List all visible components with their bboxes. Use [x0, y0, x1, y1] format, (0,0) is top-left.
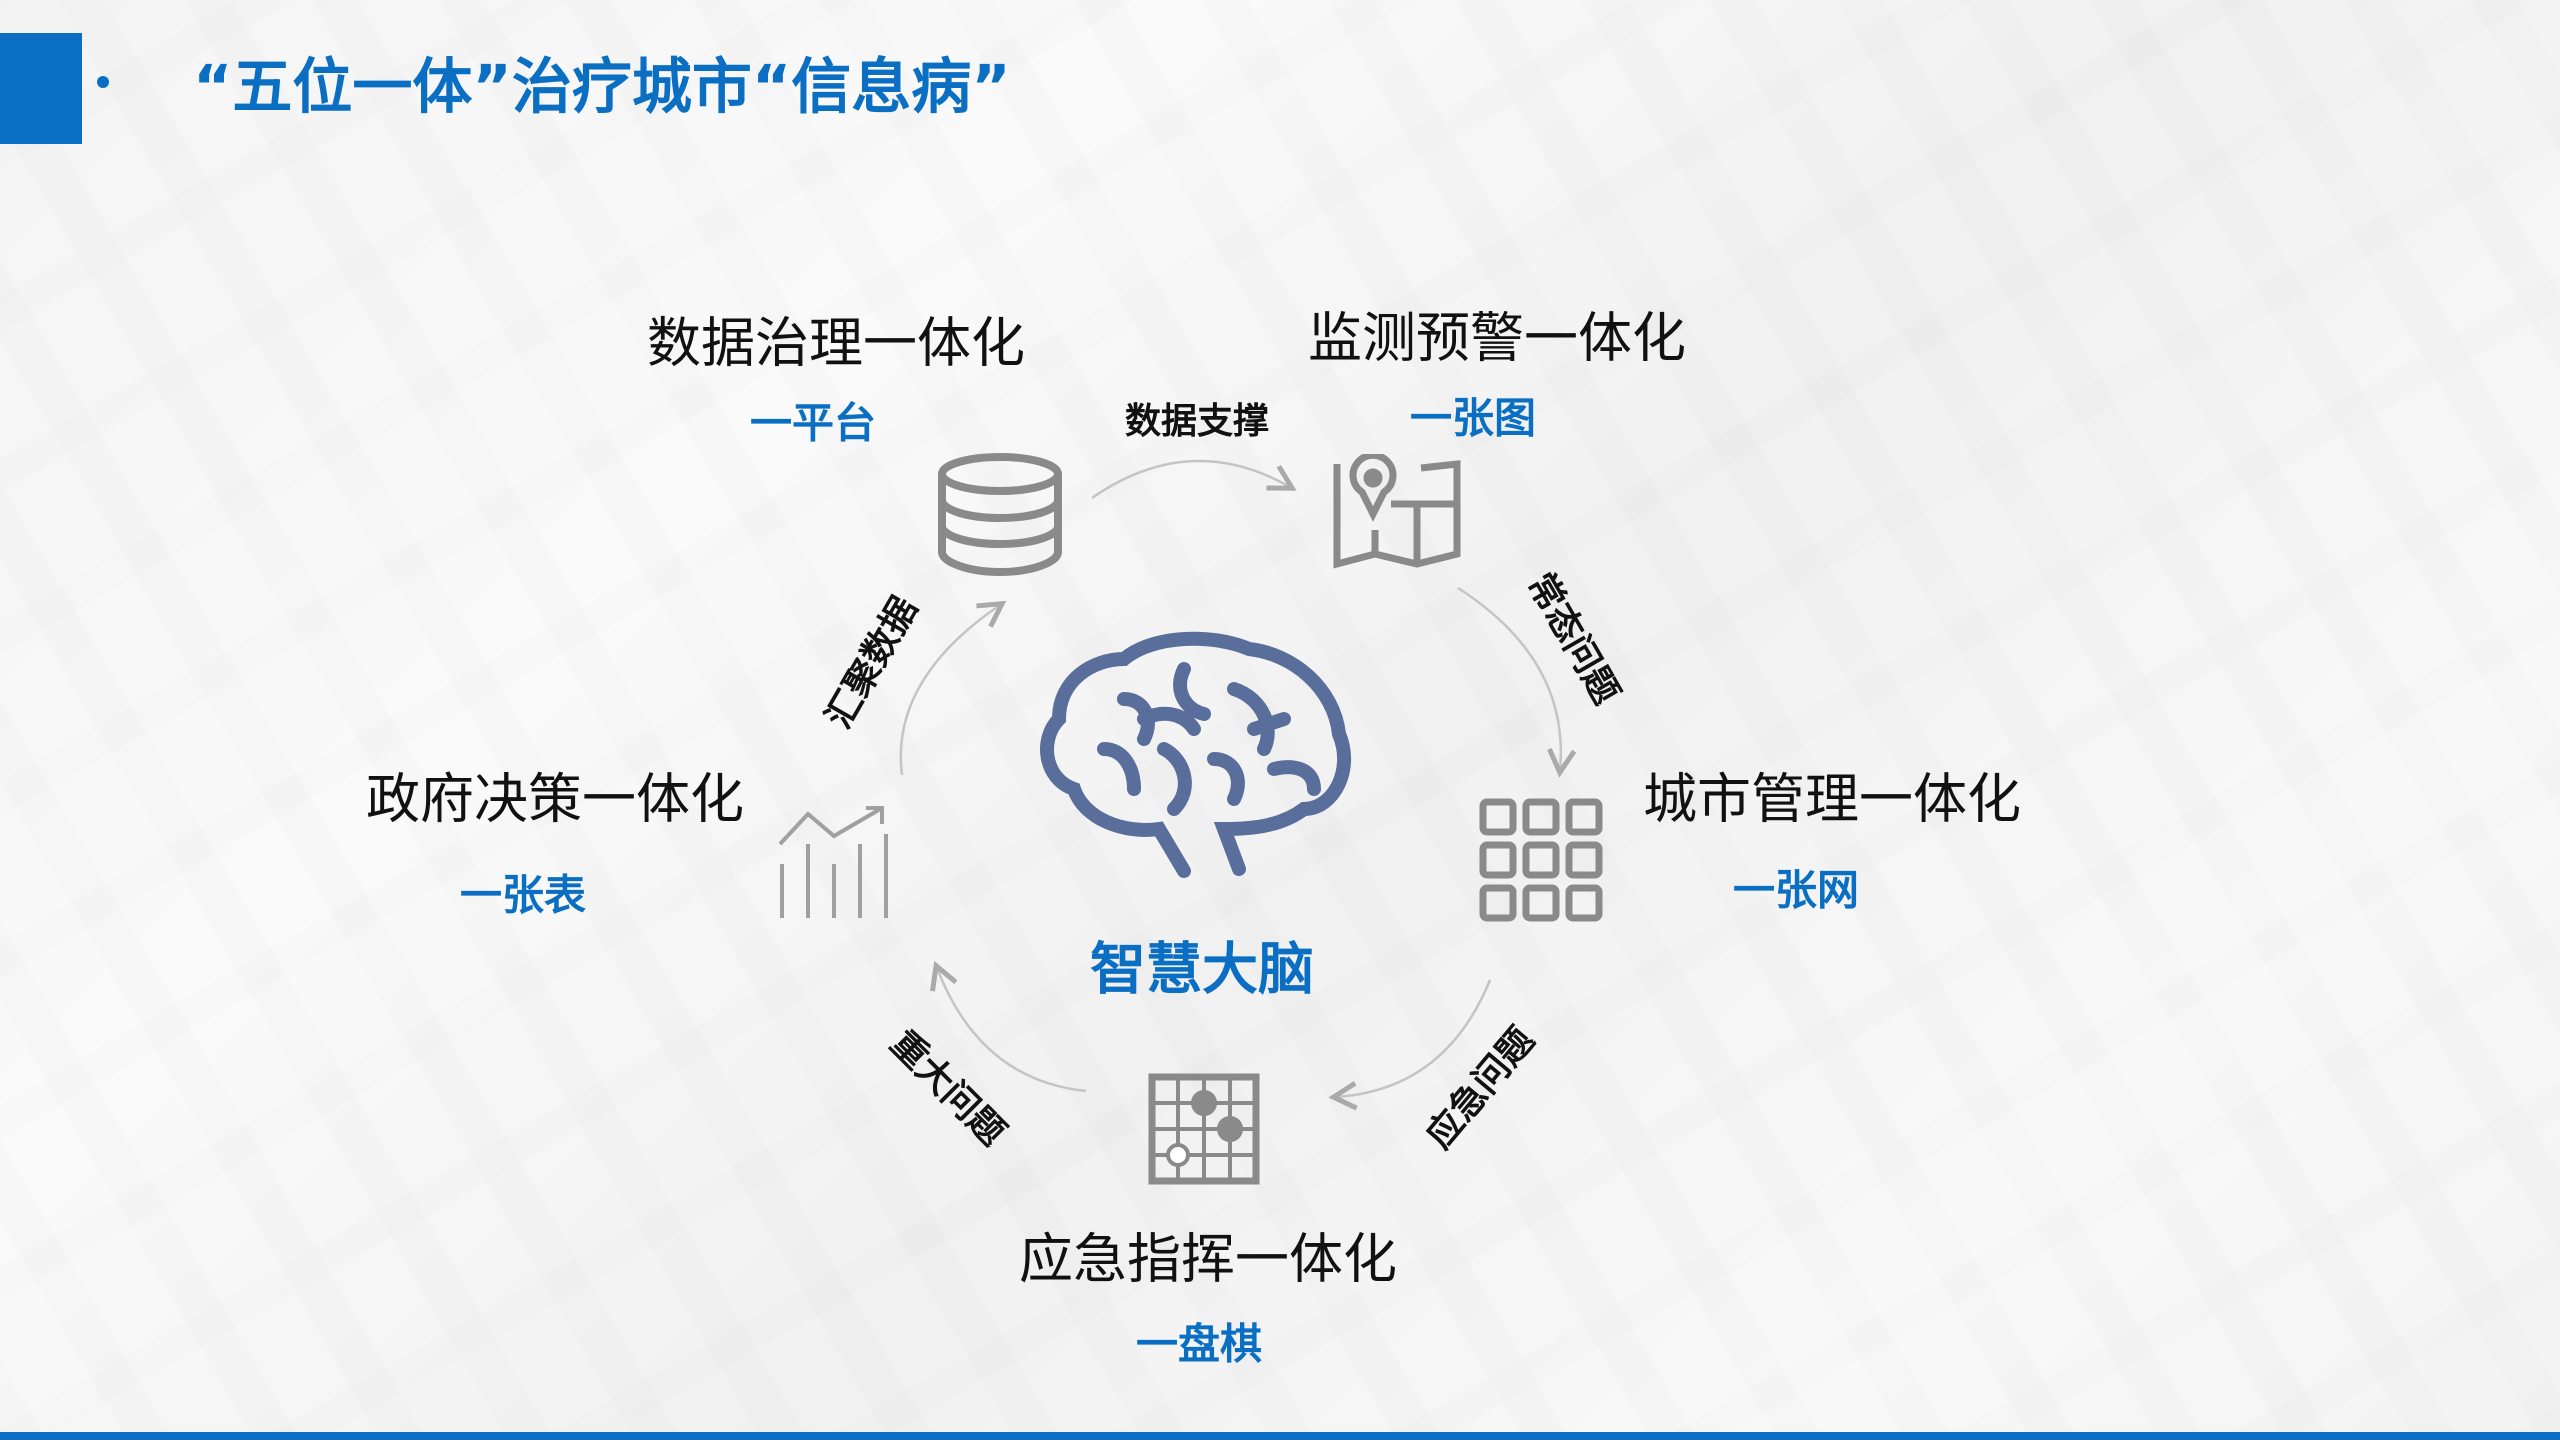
arrow-data-support: [1091, 459, 1297, 500]
arrow-routine: [1457, 586, 1577, 778]
title-bullet: [97, 76, 109, 88]
arrow-emergency: [1328, 979, 1492, 1111]
node-government-decision-sub: 一张表: [459, 870, 587, 920]
node-emergency-command: 应急指挥一体化: [1019, 1227, 1397, 1291]
title-accent-block: [0, 33, 82, 144]
go-board-icon: [1148, 1073, 1260, 1185]
node-data-governance-sub: 一平台: [749, 398, 877, 448]
node-city-management-sub: 一张网: [1732, 865, 1860, 915]
chart-trend-icon: [778, 806, 888, 918]
center-label: 智慧大脑: [1090, 937, 1314, 1003]
page-title: “五位一体”治疗城市“信息病”: [193, 52, 1011, 123]
node-emergency-command-sub: 一盘棋: [1135, 1319, 1263, 1369]
node-government-decision: 政府决策一体化: [366, 767, 744, 831]
flow-label-data-support: 数据支撑: [1124, 401, 1270, 442]
bottom-accent-line: [0, 1432, 2560, 1440]
grid-icon: [1479, 798, 1603, 922]
arrow-major: [930, 960, 1087, 1093]
node-monitoring-sub: 一张图: [1409, 393, 1537, 443]
database-icon: [938, 453, 1062, 577]
node-data-governance: 数据治理一体化: [647, 311, 1025, 375]
node-monitoring: 监测预警一体化: [1308, 306, 1686, 370]
arrow-gather: [899, 600, 1007, 776]
brain-icon: [1040, 631, 1351, 878]
map-pin-icon: [1333, 454, 1461, 569]
node-city-management: 城市管理一体化: [1643, 767, 2021, 831]
